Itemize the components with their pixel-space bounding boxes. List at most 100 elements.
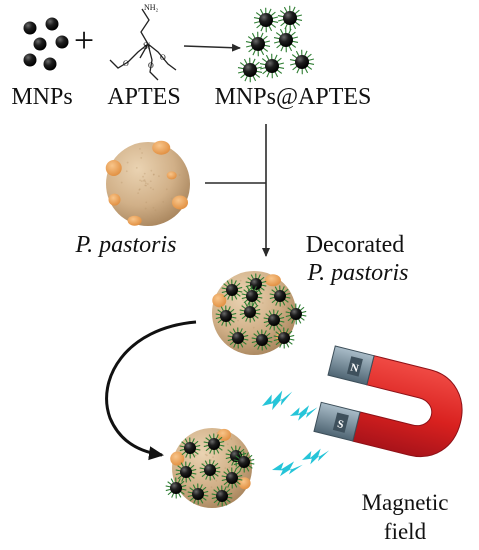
- aptes-o-label-3: O: [148, 61, 154, 70]
- lightning-bolt-icon: [300, 445, 331, 467]
- aptes-coating-strand: [292, 55, 296, 58]
- magnetic-nanoparticle: [44, 58, 57, 71]
- aptes-coating-strand: [245, 76, 247, 81]
- aptes-coating-strand: [255, 74, 259, 77]
- aptes-coating-strand: [263, 70, 267, 74]
- cell-texture: [145, 208, 147, 210]
- aptes-label: APTES: [107, 84, 180, 110]
- aptes-coating-strand: [179, 493, 181, 497]
- cell-texture: [121, 182, 123, 184]
- aptes-coating-strand: [305, 68, 308, 73]
- aptes-coating-strand: [274, 38, 279, 39]
- magnetic-nanoparticle: [295, 55, 309, 69]
- aptes-coating-strand: [249, 48, 253, 52]
- combine-connector: [205, 124, 266, 238]
- aptes-coating-strand: [278, 20, 283, 21]
- aptes-coating-strand: [168, 482, 172, 485]
- cell-texture: [282, 306, 284, 308]
- aptes-coating-strand: [168, 492, 172, 495]
- magnetic-nanoparticle: [265, 59, 279, 73]
- cell-texture: [236, 489, 238, 491]
- aptes-coating-strand: [301, 317, 305, 320]
- reaction-arrow: [184, 46, 240, 48]
- aptes-coating-strand: [309, 63, 314, 64]
- aptes-coating-strand: [252, 33, 255, 38]
- magnetic-nanoparticle: [184, 442, 196, 454]
- cell-texture: [145, 185, 147, 187]
- aptes-coating-strand: [263, 48, 267, 51]
- cell-bud-scar: [212, 293, 226, 307]
- aptes-coating-strand: [266, 55, 269, 60]
- magnetic-nanoparticle: [279, 33, 293, 47]
- cell-bud-scar: [106, 160, 122, 176]
- aptes-coating-strand: [289, 341, 293, 344]
- aptes-nh2-label: NH₂: [144, 3, 159, 12]
- magnetic-nanoparticle: [46, 18, 59, 31]
- magnetic-label-line1: Magnetic: [362, 490, 449, 515]
- aptes-coating-strand: [271, 12, 275, 16]
- cell-texture: [227, 443, 229, 445]
- aptes-coating-strand: [295, 22, 299, 25]
- aptes-coating-strand: [298, 304, 300, 308]
- magnetic-label-line2: field: [384, 519, 427, 544]
- aptes-coating-strand: [296, 51, 299, 56]
- cell-bud-scar: [172, 195, 188, 209]
- cell-texture: [262, 302, 264, 304]
- aptes-coating-strand: [277, 58, 281, 62]
- aptes-coating-strand: [256, 67, 261, 68]
- aptes-coating-strand: [297, 68, 299, 73]
- aptes-coating-strand: [253, 76, 256, 81]
- lightning-bolt-icon: [288, 402, 319, 423]
- cell-texture: [126, 170, 128, 172]
- aptes-coating-strand: [290, 60, 295, 61]
- aptes-coating-strand: [281, 22, 285, 26]
- aptes-coating-strand: [276, 33, 280, 36]
- aptes-coating-strand: [297, 19, 302, 20]
- magnetic-nanoparticle: [24, 54, 37, 67]
- aptes-coating-strand: [261, 50, 264, 55]
- captured-cell-icon: [166, 428, 255, 508]
- aptes-coating-strand: [302, 315, 307, 316]
- aptes-coating-strand: [281, 46, 283, 51]
- magnetic-nanoparticle: [246, 290, 258, 302]
- aptes-coating-strand: [307, 66, 311, 69]
- cell-texture: [230, 438, 232, 440]
- aptes-o-label-1: O: [123, 59, 129, 68]
- cell-texture: [145, 201, 147, 203]
- aptes-coating-strand: [264, 41, 269, 42]
- aptes-coating-strand: [238, 68, 243, 69]
- magnetic-nanoparticle: [256, 334, 268, 346]
- aptes-coating-strand: [261, 26, 263, 31]
- cell-texture: [150, 170, 152, 172]
- cell-texture: [152, 189, 154, 191]
- aptes-coating-strand: [260, 9, 263, 14]
- cell-texture: [286, 306, 288, 308]
- aptes-coating-strand: [295, 10, 299, 14]
- cell-texture: [153, 174, 155, 176]
- magnetic-nanoparticle: [278, 332, 290, 344]
- aptes-coating-strand: [278, 16, 283, 17]
- cell-texture: [264, 324, 266, 326]
- horseshoe-magnet-icon: N S: [314, 346, 471, 465]
- aptes-coating-strand: [267, 72, 269, 77]
- magnetic-nanoparticle: [259, 13, 273, 27]
- cell-texture: [217, 473, 219, 475]
- cell-texture: [240, 280, 242, 282]
- aptes-coating-strand: [280, 11, 284, 14]
- decorated-cell-icon: [212, 271, 306, 355]
- aptes-coating-strand: [269, 26, 272, 31]
- magnetic-nanoparticle: [204, 464, 216, 476]
- cell-texture: [229, 467, 231, 469]
- cell-texture: [271, 309, 273, 311]
- separation-arrow: [107, 322, 196, 455]
- aptes-coating-strand: [262, 59, 266, 62]
- aptes-coating-strand: [273, 21, 278, 22]
- aptes-coating-strand: [272, 17, 277, 18]
- pastoris-label: P. pastoris: [75, 232, 177, 258]
- cell-texture: [246, 470, 248, 472]
- aptes-coating-strand: [241, 74, 245, 78]
- cell-texture: [127, 162, 129, 164]
- cell-texture: [275, 309, 277, 311]
- aptes-o-label-2: O: [160, 53, 166, 62]
